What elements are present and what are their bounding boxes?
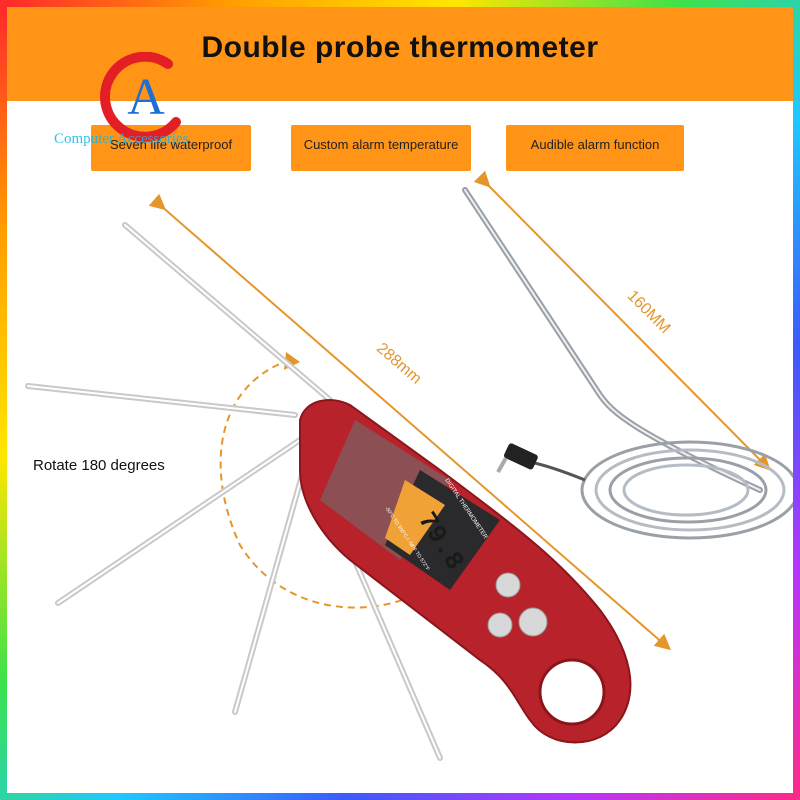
separate-probe — [462, 187, 800, 540]
set-button[interactable] — [487, 612, 513, 638]
watermark-text: Computer Accessories — [54, 131, 189, 147]
main-length-label: 288mm — [373, 340, 424, 388]
hold-button[interactable] — [518, 607, 548, 637]
cal-button[interactable] — [495, 572, 521, 598]
logo-letter: A — [127, 69, 165, 126]
brand-logo: A — [100, 52, 181, 142]
